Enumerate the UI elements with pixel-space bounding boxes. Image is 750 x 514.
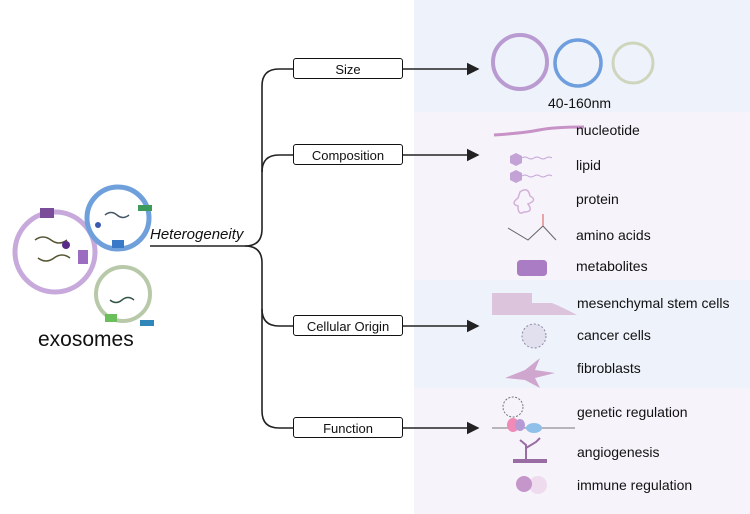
function-item: angiogenesis <box>577 444 660 460</box>
composition-item: amino acids <box>576 227 651 243</box>
composition-item: lipid <box>576 157 601 173</box>
nucleotide-icon <box>493 125 585 137</box>
lipid-icon <box>510 153 553 183</box>
category-size: Size <box>293 58 403 79</box>
metabolites-icon <box>517 260 547 276</box>
cellular-origin-item: cancer cells <box>577 327 651 343</box>
cellular-origin-item: mesenchymal stem cells <box>577 295 730 311</box>
composition-item: metabolites <box>576 258 648 274</box>
composition-panel <box>414 112 750 280</box>
function-panel <box>414 388 750 514</box>
composition-item: nucleotide <box>576 122 640 138</box>
fibroblast-icon <box>505 358 555 388</box>
protein-icon <box>513 189 535 214</box>
immune-regulation-icon <box>516 476 547 494</box>
cellular-origin-item: fibroblasts <box>577 360 641 376</box>
category-composition: Composition <box>293 144 403 165</box>
size-range-label: 40-160nm <box>548 95 612 111</box>
cancer-cell-icon <box>521 323 547 349</box>
function-item: immune regulation <box>577 477 693 493</box>
size-circles-icon <box>491 33 655 91</box>
tree-connectors <box>150 68 293 429</box>
cellular-origin-panel <box>414 280 750 388</box>
category-cellular-origin: Cellular Origin <box>293 315 403 336</box>
angiogenesis-icon <box>513 437 547 463</box>
category-function: Function <box>293 417 403 438</box>
amino-acid-icon <box>507 214 557 241</box>
exosome-illustration <box>12 184 154 326</box>
genetic-regulation-icon <box>492 396 575 433</box>
arrows <box>403 62 480 435</box>
mesenchymal-stem-cells-icon <box>492 293 577 315</box>
size-panel <box>414 0 750 112</box>
heterogeneity-label: Heterogeneity <box>150 226 244 243</box>
function-item: genetic regulation <box>577 404 688 420</box>
exosomes-label: exosomes <box>38 328 134 351</box>
composition-item: protein <box>576 191 619 207</box>
